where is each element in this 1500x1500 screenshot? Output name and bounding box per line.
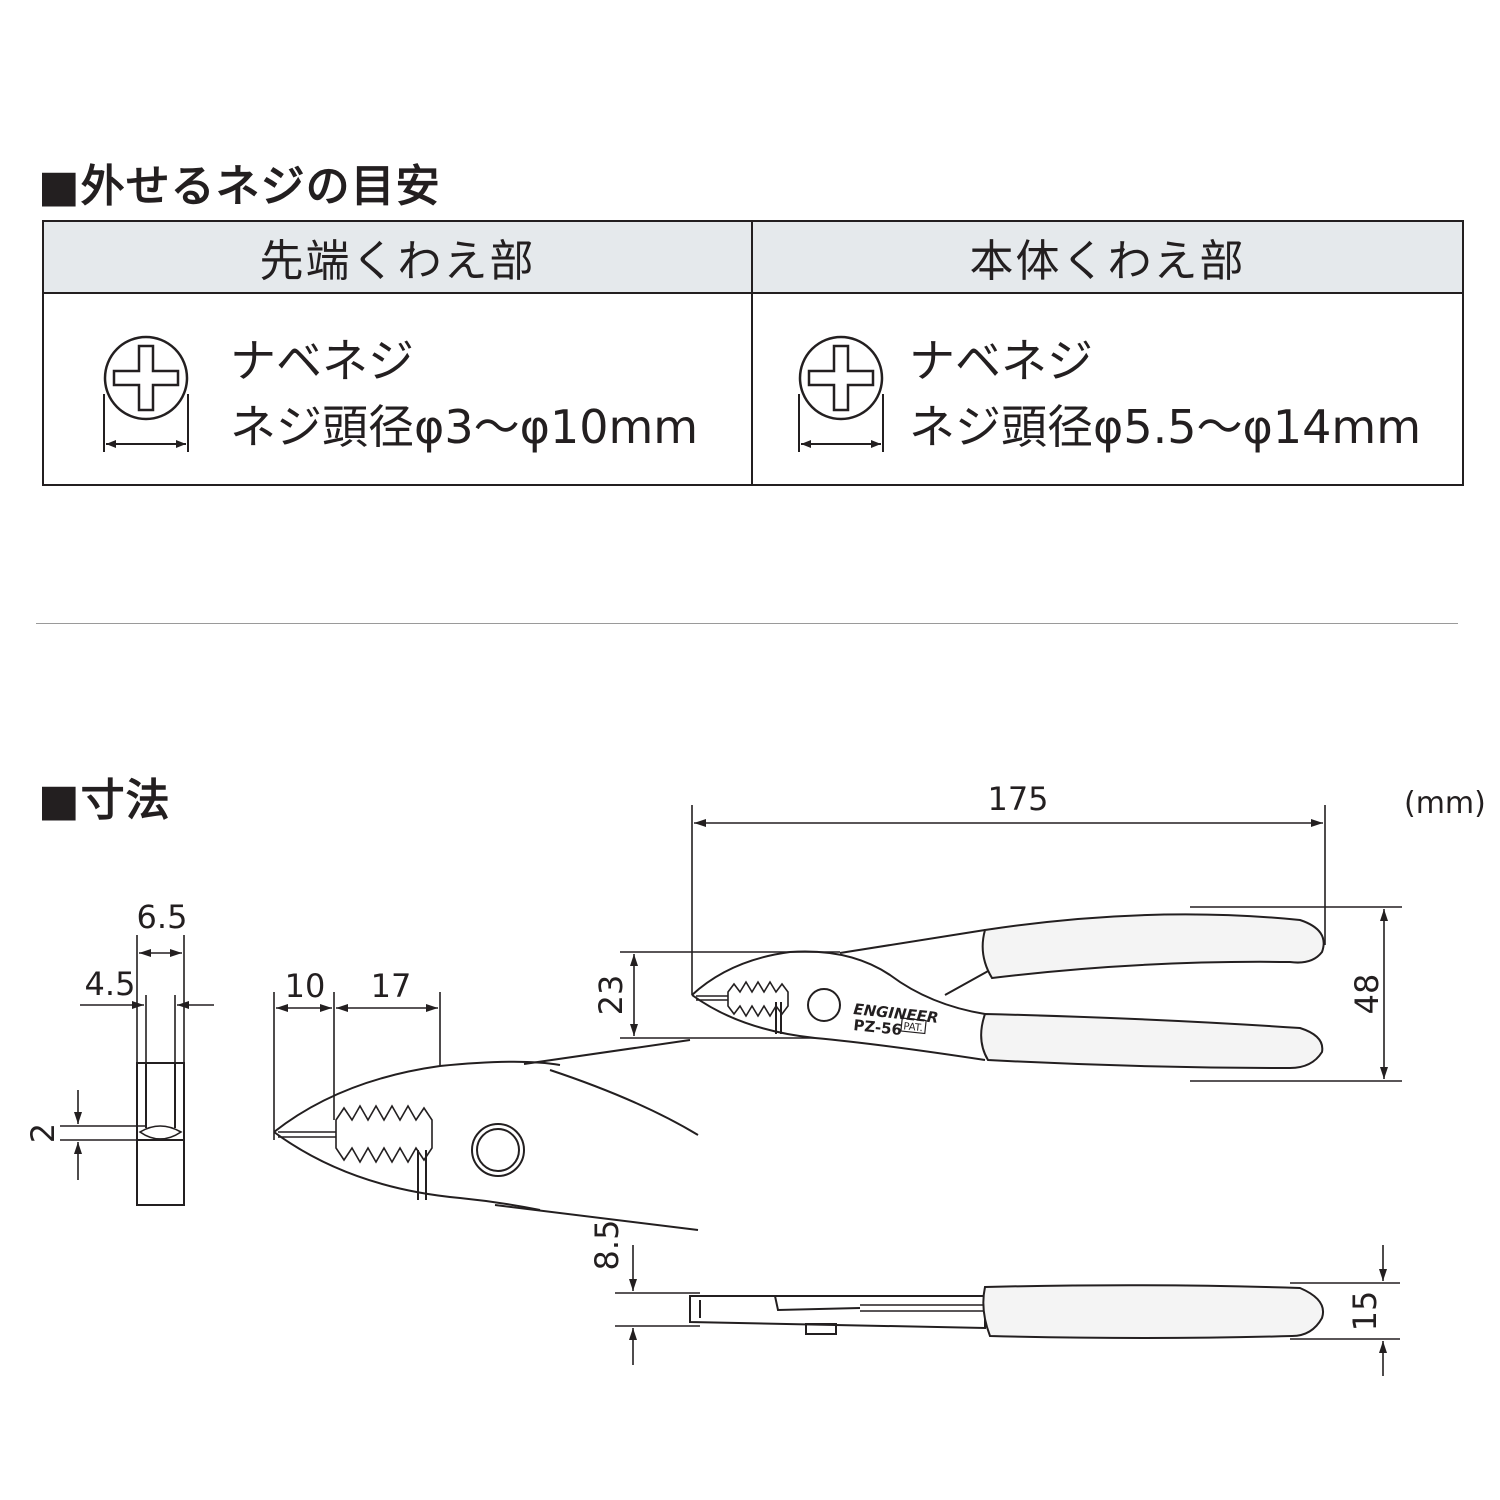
unit-label: (mm) [1404, 786, 1486, 821]
screw-guide-title: ■外せるネジの目安 [38, 161, 441, 212]
pliers-side-view [691, 913, 1325, 1070]
dim-overall-length: 175 [987, 780, 1048, 818]
dim-tip-thickness: 2 [24, 1123, 62, 1143]
dim-tip-width-outer: 6.5 [137, 898, 188, 936]
upper-grip [981, 913, 1325, 980]
top-grip [982, 1284, 1324, 1339]
tip-screw-type: ナベネジ [230, 334, 414, 388]
cell-body-jaw: ナベネジ ネジ頭径φ5.5～φ14mm [753, 294, 1462, 484]
dim-jaw-tip: 10 [285, 967, 326, 1005]
phillips-screw-icon [103, 335, 189, 452]
header-tip-jaw: 先端くわえ部 [44, 222, 753, 294]
pivot-bolt [471, 1123, 525, 1177]
body-screw-type: ナベネジ [909, 334, 1093, 388]
dim-tip-width-inner: 4.5 [85, 965, 136, 1003]
body-screw-range: ネジ頭径φ5.5～φ14mm [909, 400, 1421, 454]
section-divider [36, 623, 1458, 624]
dim-handle-thickness: 15 [1346, 1291, 1384, 1332]
dimensions-title: ■寸法 [38, 775, 171, 826]
lower-grip [980, 1012, 1324, 1070]
phillips-screw-icon [798, 335, 884, 452]
cell-tip-jaw: ナベネジ ネジ頭径φ3～φ10mm [44, 294, 753, 484]
dim-head-thickness: 8.5 [588, 1220, 626, 1271]
body-jaw-spec: ナベネジ ネジ頭径φ5.5～φ14mm [909, 328, 1421, 460]
model-imprint: PZ-56 [853, 1016, 903, 1039]
tip-screw-range: ネジ頭径φ3～φ10mm [230, 400, 699, 454]
dim-handle-width: 48 [1348, 974, 1386, 1015]
patent-imprint: PAT. [903, 1021, 924, 1034]
dim-jaw-height: 23 [592, 975, 630, 1016]
tip-end-view [136, 1062, 185, 1206]
pliers-top-view [689, 1284, 1324, 1339]
dim-jaw-serration: 17 [371, 967, 412, 1005]
jaw-detail-view [273, 1039, 699, 1231]
tip-jaw-spec: ナベネジ ネジ頭径φ3～φ10mm [230, 328, 698, 460]
pivot-bolt [807, 988, 841, 1022]
header-body-jaw: 本体くわえ部 [753, 222, 1462, 294]
screw-guide-table: 先端くわえ部 本体くわえ部 ナベネジ ネジ頭径φ3～φ10mm ナベネジ [42, 220, 1464, 486]
